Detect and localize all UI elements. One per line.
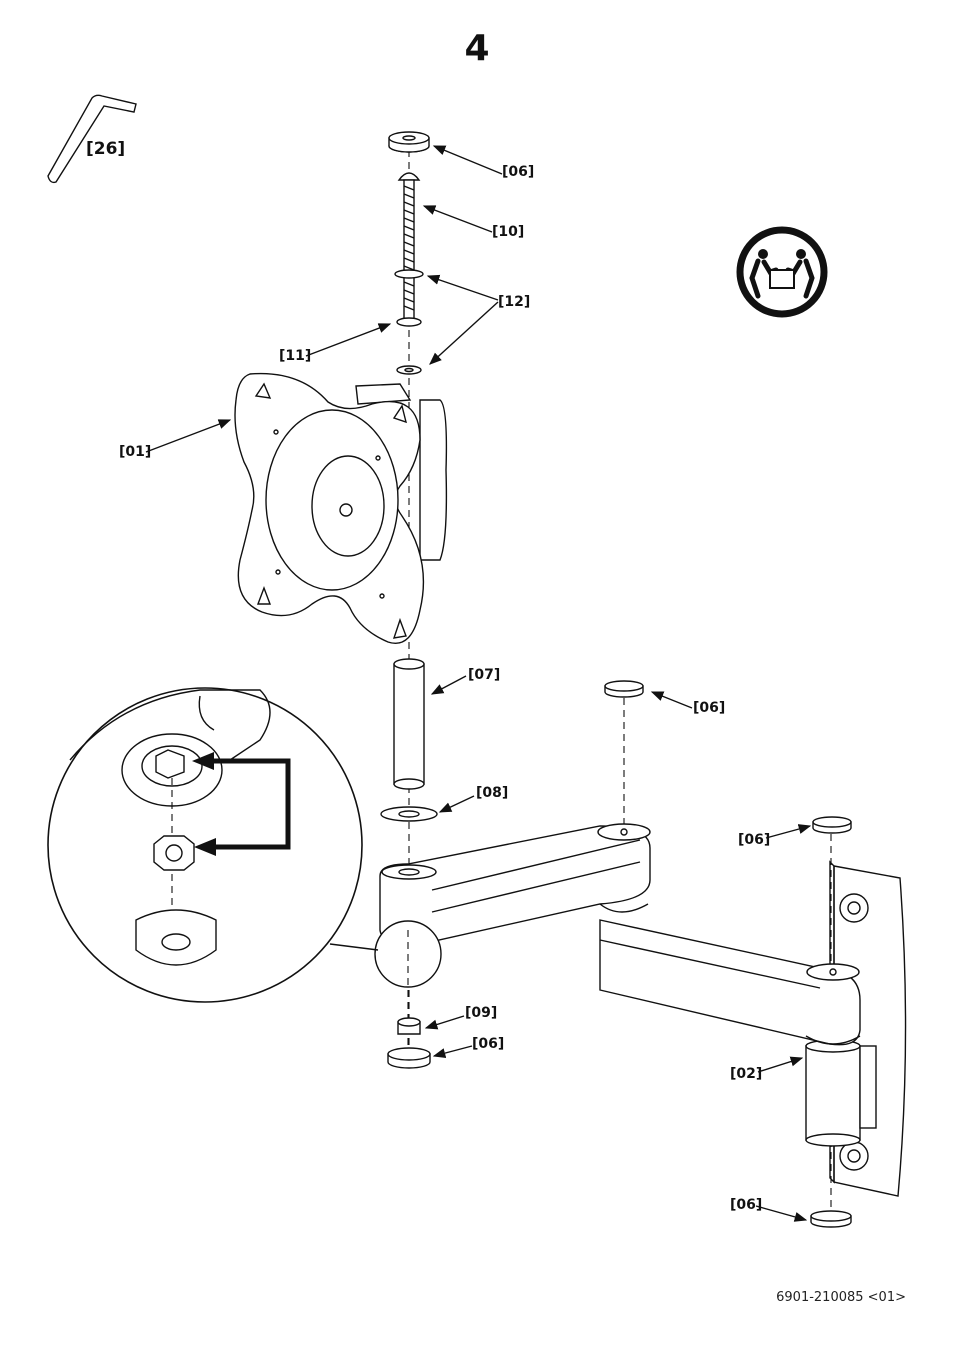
callout-label: [06] [472, 1036, 505, 1052]
callout-label: [06] [502, 164, 535, 180]
callout-label: [10] [492, 224, 525, 240]
callout-label: [07] [468, 667, 501, 683]
washer-upper [394, 269, 424, 279]
slotted-nut-wall-bottom [810, 1210, 852, 1228]
wall-pivot-bracket [805, 1039, 877, 1147]
slotted-nut-top [388, 131, 430, 153]
callout-label: [06] [730, 1197, 763, 1213]
step-number: 4 [464, 28, 490, 69]
tool-label: [26] [86, 139, 126, 159]
callout-arrows [145, 145, 812, 1222]
callout-label: [08] [476, 785, 509, 801]
hex-nut [397, 1017, 421, 1035]
lower-arm [599, 919, 861, 1046]
callout-label: [11] [279, 348, 312, 364]
slotted-nut-bottom [387, 1047, 431, 1069]
magnified-detail [47, 687, 379, 1003]
document-code: 6901-210085 <01> [776, 1290, 906, 1305]
slotted-nut-wall-top [812, 816, 852, 834]
threaded-bolt [397, 172, 421, 323]
callout-label: [06] [693, 700, 726, 716]
callout-label: [02] [730, 1066, 763, 1082]
callout-label: [12] [498, 294, 531, 310]
callout-label: [06] [738, 832, 771, 848]
vesa-plate [234, 372, 448, 644]
washer-lower [396, 317, 422, 327]
spacer-tube [393, 658, 425, 790]
large-washer [380, 806, 438, 822]
callout-label: [01] [119, 444, 152, 460]
slotted-nut-arm [604, 680, 644, 698]
two-person-lift-icon [736, 226, 828, 318]
hex-key-icon [47, 94, 137, 184]
callout-label: [09] [465, 1005, 498, 1021]
